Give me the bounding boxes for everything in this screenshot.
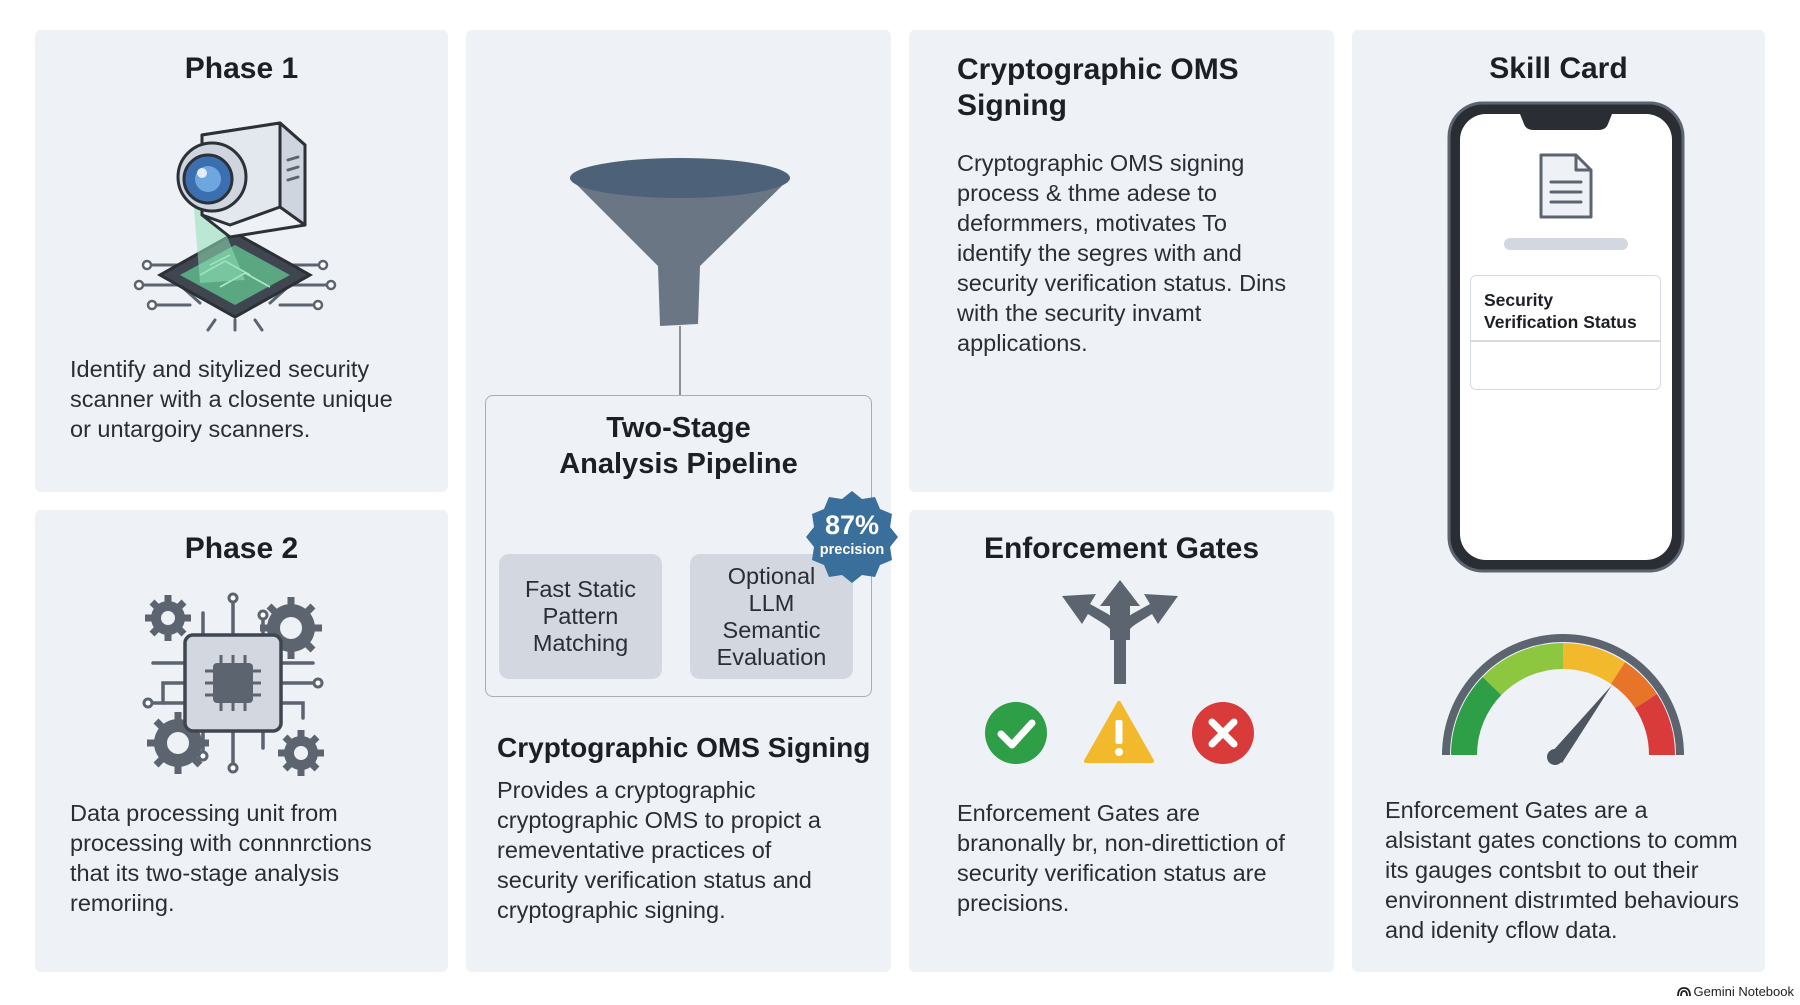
gemini-notebook-logo-icon [1676, 986, 1691, 996]
phase1-title: Phase 1 [184, 52, 299, 85]
signing-upper-title: Cryptographic OMS Signing [957, 53, 1239, 122]
check-circle-icon [985, 702, 1047, 764]
document-icon [1539, 153, 1593, 219]
phase2-panel: Phase 2 [35, 510, 448, 972]
data-processing-chip-icon [142, 592, 324, 776]
skill-card-title: Skill Card [1489, 52, 1628, 85]
gauge-icon [1442, 634, 1684, 765]
signing-lower-title: Cryptographic OMS Signing [497, 732, 871, 763]
phase1-text: Identify and sitylized security scanner … [70, 356, 393, 442]
stage-llm-evaluation: Optional LLM Semantic Evaluation [690, 554, 853, 679]
enforcement-text: Enforcement Gates are branonally br, non… [957, 800, 1285, 916]
signing-upper-text: Cryptographic OMS signing process & thme… [957, 150, 1287, 356]
split-arrows-icon [1062, 580, 1178, 684]
card-divider [1471, 340, 1660, 342]
error-circle-icon [1192, 702, 1254, 764]
security-verification-title: Security Verification Status [1484, 290, 1637, 332]
security-scanner-icon [133, 121, 337, 332]
phase2-title: Phase 2 [184, 532, 299, 565]
precision-badge-icon [806, 491, 898, 583]
stage-static-matching: Fast Static Pattern Matching [499, 554, 662, 679]
signing-upper-panel: Cryptographic OMS Signing [909, 30, 1334, 492]
pipeline-title: Two-Stage Analysis Pipeline [559, 412, 798, 480]
funnel-icon [570, 158, 790, 395]
footer-brand: Gemini Notebook [1676, 984, 1794, 999]
skill-card-text: Enforcement Gates are a alsistant gates … [1385, 797, 1740, 943]
security-verification-card: Security Verification Status [1470, 275, 1661, 390]
precision-value: 87% [824, 510, 880, 540]
pipeline-box: Two-Stage Analysis Pipeline Fast Static … [485, 395, 872, 697]
footer-brand-text: Gemini Notebook [1693, 984, 1794, 999]
signing-lower-text: Provides a cryptographic cryptographic O… [497, 777, 821, 923]
enforcement-title: Enforcement Gates [983, 532, 1260, 565]
precision-label: precision [819, 542, 885, 558]
warning-triangle-icon [1084, 701, 1154, 763]
phase2-text: Data processing unit from processing wit… [70, 800, 372, 916]
